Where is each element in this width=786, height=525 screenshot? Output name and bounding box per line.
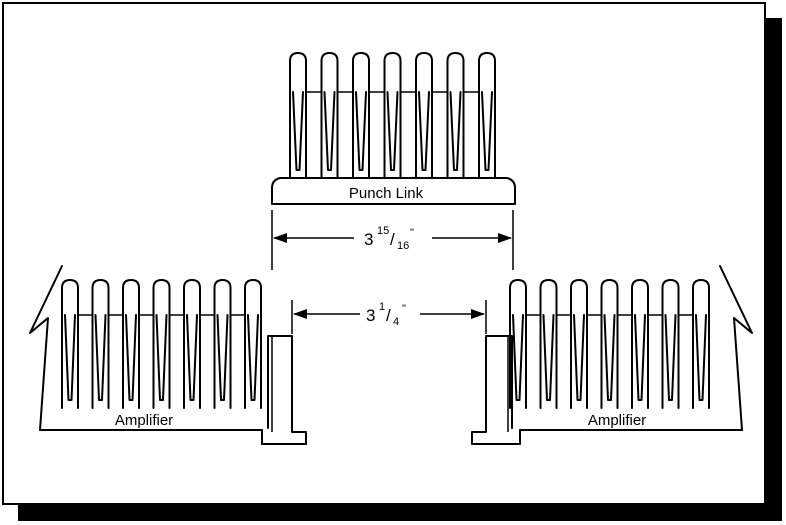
left-amplifier-fin [183, 279, 201, 409]
left-amplifier-label: Amplifier [115, 412, 173, 429]
left-amplifier-base [39, 335, 307, 445]
left-amplifier-jagged-edge [29, 265, 63, 431]
svg-text:3: 3 [364, 230, 373, 249]
inner-dimension-value: 3 1 / 4 " [366, 301, 406, 328]
right-amplifier-fin [570, 279, 588, 409]
svg-text:/: / [390, 230, 395, 249]
punch-link-base [271, 177, 516, 205]
left-amplifier-fin [213, 279, 232, 409]
right-amplifier-fin [509, 279, 527, 409]
punch-link-fin [415, 52, 433, 179]
right-amplifier-fin [661, 279, 680, 409]
left-amplifier-fin [91, 279, 110, 409]
svg-text:15: 15 [377, 225, 389, 237]
punch-link-fins [289, 52, 496, 179]
left-amplifier-fins [61, 279, 262, 409]
punch-link-fin [289, 52, 307, 179]
punch-link-fin [352, 52, 370, 179]
svg-text:3: 3 [366, 306, 375, 325]
right-amplifier-label: Amplifier [588, 412, 646, 429]
punch-link-fin [320, 52, 339, 179]
svg-text:/: / [386, 306, 391, 325]
right-amplifier-fin [631, 279, 649, 409]
right-amplifier-base [471, 335, 743, 445]
right-amplifier-fin [692, 279, 710, 409]
right-amplifier-fin [600, 279, 619, 409]
left-amplifier-fin [244, 279, 262, 409]
left-amplifier-fin [152, 279, 171, 409]
right-amplifier-fin [539, 279, 558, 409]
left-amplifier-fin [61, 279, 79, 409]
punch-link-fin [446, 52, 465, 179]
svg-text:": " [402, 303, 406, 315]
right-amplifier-fins [509, 279, 710, 409]
right-amplifier-jagged-edge [719, 265, 753, 431]
svg-text:16: 16 [397, 240, 409, 252]
left-amplifier-fin [122, 279, 140, 409]
outer-dimension-value: 3 15 / 16 " [364, 225, 414, 252]
svg-text:1: 1 [379, 301, 385, 313]
svg-text:": " [410, 227, 414, 239]
punch-link-fin [478, 52, 496, 179]
punch-link-fin [383, 52, 402, 179]
svg-text:4: 4 [393, 316, 399, 328]
punch-link-label: Punch Link [349, 185, 424, 202]
